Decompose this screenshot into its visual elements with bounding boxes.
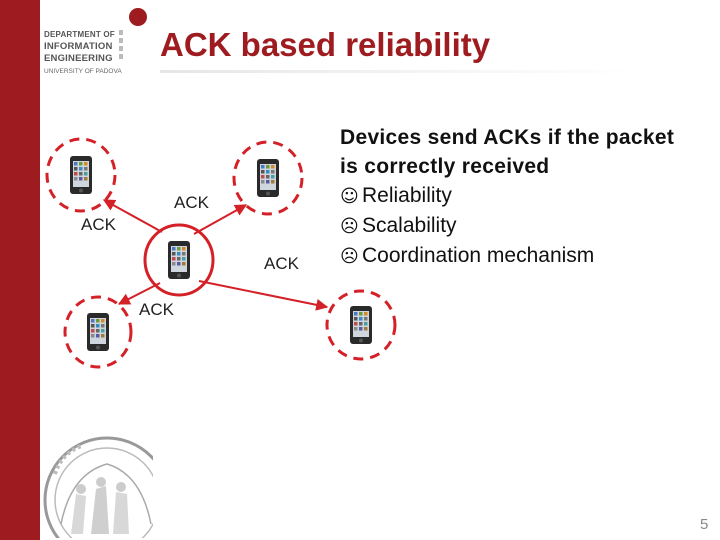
item-reliability: ☺Reliability <box>340 181 674 211</box>
slide-title: ACK based reliability <box>160 26 491 63</box>
item-coordination: ☹Coordination mechanism <box>340 241 674 271</box>
logo-panel <box>40 0 160 540</box>
logo-line-2: INFORMATION <box>44 41 113 52</box>
heading-line-2: is correctly received <box>340 155 550 178</box>
title-dot-icon <box>129 8 147 26</box>
sidebar-band <box>0 0 40 540</box>
logo-line-3: ENGINEERING <box>44 53 113 64</box>
device-top-left <box>45 137 117 213</box>
item-label: Scalability <box>362 214 457 237</box>
ack-label-left: ACK <box>81 215 117 234</box>
logo-line-1: DEPARTMENT OF <box>44 30 115 39</box>
university-seal-icon <box>43 436 153 538</box>
phone-icon <box>87 313 109 351</box>
item-label: Coordination mechanism <box>362 244 595 267</box>
frowny-icon: ☹ <box>340 216 359 237</box>
device-bottom-right <box>325 289 397 361</box>
arrows <box>102 199 329 311</box>
arrow-center-top-left <box>102 199 163 233</box>
smiley-icon: ☺ <box>340 186 359 207</box>
ack-label-right: ACK <box>264 254 300 273</box>
phone-icon <box>168 241 190 279</box>
device-top-right <box>232 140 304 216</box>
explanation-text: Devices send ACKs if the packet is corre… <box>340 123 674 271</box>
phone-icon <box>257 159 279 197</box>
department-logo: DEPARTMENT OF INFORMATION ENGINEERING UN… <box>44 28 160 80</box>
ack-label-bottom: ACK <box>139 300 175 319</box>
logo-line-4: UNIVERSITY OF PADOVA <box>44 68 122 75</box>
arrow-center-top-right <box>193 204 248 235</box>
ack-label-top: ACK <box>174 193 210 212</box>
phone-icon <box>350 306 372 344</box>
phone-icon <box>70 156 92 194</box>
arrow-center-bottom-left <box>117 282 161 305</box>
title-underline <box>160 70 640 73</box>
page-number: 5 <box>700 516 709 533</box>
item-label: Reliability <box>362 184 452 207</box>
heading-line-1: Devices send ACKs if the packet <box>340 126 675 149</box>
frowny-icon: ☹ <box>340 246 359 267</box>
item-scalability: ☹Scalability <box>340 211 674 241</box>
device-bottom-left <box>63 295 133 369</box>
device-center <box>143 223 215 297</box>
logo-bars-icon <box>119 30 123 59</box>
arrow-center-bottom-right <box>198 280 329 311</box>
